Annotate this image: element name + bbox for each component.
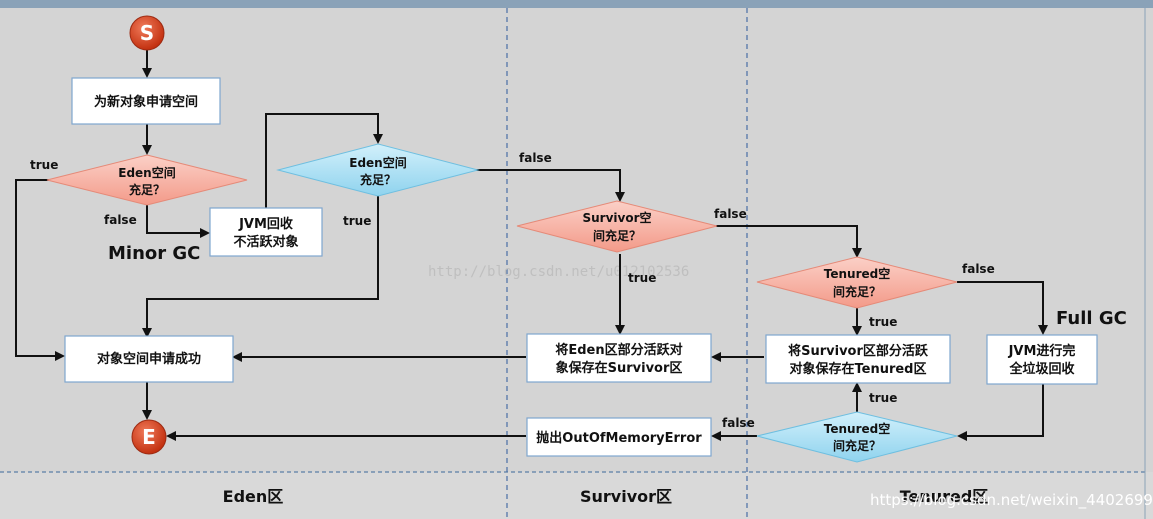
- start-terminal: S: [129, 15, 165, 51]
- full-gc-box: JVM进行完 全垃圾回收: [986, 334, 1098, 385]
- jvm-reclaim-line1: JVM回收: [238, 216, 294, 232]
- full-gc-box-line1: JVM进行完: [1008, 343, 1076, 359]
- move-to-tenured-line2: 对象保存在Tenured区: [789, 361, 926, 377]
- move-to-survivor-line2: 象保存在Survivor区: [556, 360, 683, 376]
- edge-label-true-eden2: true: [343, 214, 371, 228]
- tenured-check-2-line1: Tenured空: [824, 421, 890, 436]
- eden-check-1-line1: Eden空间: [118, 165, 175, 180]
- request-space-box: 为新对象申请空间: [71, 77, 221, 125]
- full-gc-label: Full GC: [1056, 308, 1127, 329]
- edge-label-true-tenured1: true: [869, 315, 897, 329]
- oom-box: 抛出OutOfMemoryError: [526, 417, 712, 457]
- move-to-survivor-box: 将Eden区部分活跃对 象保存在Survivor区: [526, 333, 712, 383]
- edge-label-false-eden2: false: [519, 151, 552, 165]
- tenured-check-decision-1: Tenured空 间充足？: [756, 256, 958, 309]
- jvm-reclaim-line2: 不活跃对象: [233, 234, 298, 250]
- tenured-check-1-line1: Tenured空: [824, 266, 890, 281]
- edge-label-true-eden1: true: [30, 158, 58, 172]
- request-space-label: 为新对象申请空间: [94, 94, 198, 110]
- edge-label-false-tenured1: false: [962, 262, 995, 276]
- tenured-check-2-line2: 间充足？: [833, 438, 881, 453]
- zone-label-tenured: Tenured区: [900, 487, 989, 506]
- tenured-check-1-line2: 间充足？: [833, 284, 881, 299]
- full-gc-box-line2: 全垃圾回收: [1008, 361, 1075, 377]
- start-label: S: [140, 21, 154, 45]
- edge-label-true-tenured2: true: [869, 391, 897, 405]
- survivor-check-line1: Survivor空: [582, 210, 651, 225]
- tenured-check-decision-2: Tenured空 间充足？: [756, 411, 958, 463]
- alloc-success-box: 对象空间申请成功: [64, 335, 234, 383]
- watermark-center: http://blog.csdn.net/u012102536: [428, 264, 689, 280]
- end-terminal: E: [131, 419, 167, 455]
- watermark-footer: https://blog.csdn.net/weixin_44026997: [870, 491, 1153, 510]
- zone-label-eden: Eden区: [223, 487, 284, 506]
- move-to-tenured-line1: 将Survivor区部分活跃: [788, 343, 929, 359]
- edge-label-true-survivor: true: [628, 271, 656, 285]
- end-label: E: [142, 425, 156, 449]
- oom-label: 抛出OutOfMemoryError: [536, 430, 702, 446]
- zone-label-survivor: Survivor区: [580, 487, 672, 506]
- edge-label-false-eden1: false: [104, 213, 137, 227]
- move-to-tenured-box: 将Survivor区部分活跃 对象保存在Tenured区: [765, 334, 951, 384]
- move-to-survivor-line1: 将Eden区部分活跃对: [555, 342, 682, 358]
- eden-check-decision-1: Eden空间 充足？: [46, 154, 248, 206]
- survivor-check-line2: 间充足？: [593, 228, 641, 243]
- eden-check-1-line2: 充足？: [129, 182, 165, 197]
- eden-check-2-line2: 充足？: [360, 172, 396, 187]
- eden-check-decision-2: Eden空间 充足？: [276, 143, 480, 197]
- alloc-success-label: 对象空间申请成功: [97, 351, 201, 367]
- survivor-check-decision: Survivor空 间充足？: [516, 200, 718, 253]
- edge-label-false-tenured2: false: [722, 416, 755, 430]
- eden-check-2-line1: Eden空间: [349, 155, 406, 170]
- minor-gc-label: Minor GC: [108, 243, 200, 264]
- edge-label-false-survivor: false: [714, 207, 747, 221]
- jvm-reclaim-box: JVM回收 不活跃对象: [209, 207, 323, 257]
